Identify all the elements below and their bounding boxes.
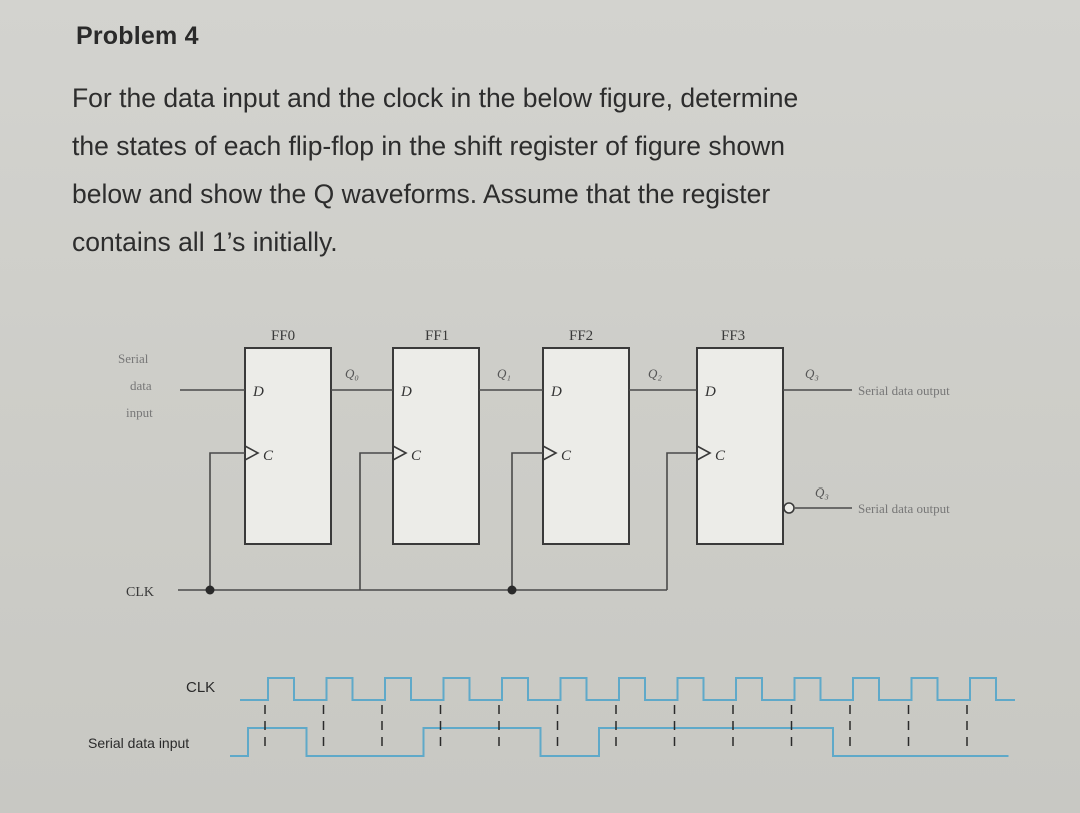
q0-label: Q₀ bbox=[345, 366, 359, 381]
q3-bar-label: Q̄₃ bbox=[815, 485, 829, 500]
ff0-name: FF0 bbox=[271, 328, 295, 344]
ff3-d-label: D bbox=[704, 384, 716, 400]
serial-output-label: Serial data output bbox=[858, 383, 950, 398]
q1-label: Q₁ bbox=[497, 366, 511, 381]
pin-labels: D C D C D C D C bbox=[252, 384, 726, 464]
clock-junction-dot-1 bbox=[205, 585, 215, 595]
ff1-clock-triangle bbox=[392, 445, 408, 461]
serial-wave-path bbox=[230, 727, 1009, 757]
serial-input-label-1: Serial bbox=[118, 351, 149, 366]
serial-output-bar-label: Serial data output bbox=[858, 501, 950, 516]
ff0-clock-wire bbox=[209, 452, 245, 590]
ff0-d-label: D bbox=[252, 384, 264, 400]
ff1-c-label: C bbox=[411, 448, 422, 464]
clock-edge-guides bbox=[264, 705, 968, 752]
clock-triangles bbox=[244, 445, 712, 461]
flipflop-names: FF0 FF1 FF2 FF3 bbox=[271, 328, 745, 344]
ff1-name: FF1 bbox=[425, 328, 449, 344]
ff1-clock-wire bbox=[359, 452, 393, 590]
ff3-clock-wire bbox=[666, 452, 697, 590]
clk-wave-label: CLK bbox=[186, 679, 215, 696]
problem-title: Problem 4 bbox=[76, 22, 199, 50]
ff2-d-label: D bbox=[550, 384, 562, 400]
problem-line-1: For the data input and the clock in the … bbox=[72, 83, 799, 113]
ff0-c-label: C bbox=[263, 448, 274, 464]
q2-label: Q₂ bbox=[648, 366, 662, 381]
wires bbox=[178, 389, 852, 591]
clk-waveform bbox=[240, 677, 1015, 701]
q3-bar-inversion-bubble bbox=[783, 502, 795, 514]
flipflop-boxes bbox=[244, 347, 784, 545]
ff3-c-label: C bbox=[715, 448, 726, 464]
problem-line-4: contains all 1’s initially. bbox=[72, 227, 338, 257]
ff3-name: FF3 bbox=[721, 328, 745, 344]
clock-junction-dot-2 bbox=[507, 585, 517, 595]
ff2-clock-wire bbox=[511, 452, 543, 590]
ff1-box bbox=[392, 347, 480, 545]
serial-input-label-2: data bbox=[130, 378, 152, 393]
problem-line-2: the states of each flip-flop in the shif… bbox=[72, 131, 785, 161]
ff2-c-label: C bbox=[561, 448, 572, 464]
ff3-clock-triangle bbox=[696, 445, 712, 461]
q3-label: Q₃ bbox=[805, 366, 819, 381]
ff0-clock-triangle bbox=[244, 445, 260, 461]
ff0-box bbox=[244, 347, 332, 545]
clk-input-label: CLK bbox=[126, 585, 154, 600]
ff2-name: FF2 bbox=[569, 328, 593, 344]
clk-wave-path bbox=[240, 677, 1015, 701]
problem-statement: For the data input and the clock in the … bbox=[72, 74, 1032, 266]
serial-input-label-3: input bbox=[126, 405, 153, 420]
serial-input-waveform bbox=[230, 727, 1009, 757]
io-labels: Serial data input Serial data output Ser… bbox=[118, 351, 950, 516]
ff3-box bbox=[696, 347, 784, 545]
ff2-clock-triangle bbox=[542, 445, 558, 461]
ff2-box bbox=[542, 347, 630, 545]
ff1-d-label: D bbox=[400, 384, 412, 400]
serial-wave-label: Serial data input bbox=[88, 735, 189, 751]
q-labels: Q₀ Q₁ Q₂ Q₃ Q̄₃ bbox=[345, 366, 829, 500]
problem-line-3: below and show the Q waveforms. Assume t… bbox=[72, 179, 771, 209]
